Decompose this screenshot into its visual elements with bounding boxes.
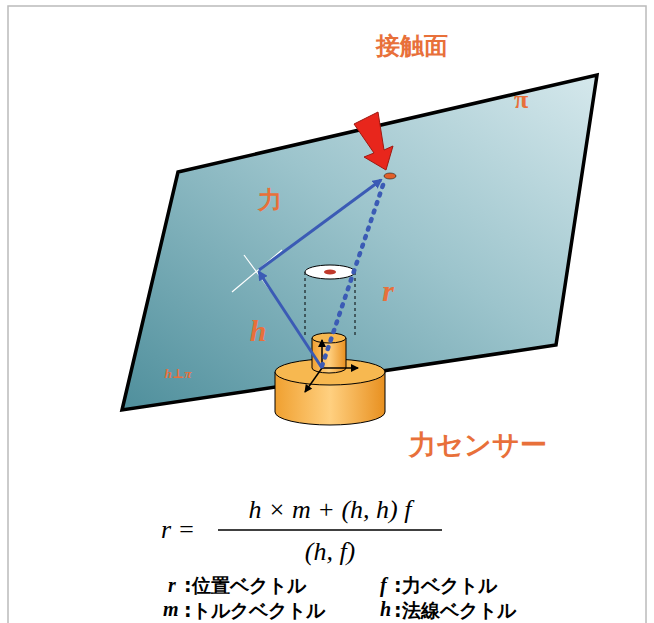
legend-symbol: f bbox=[380, 574, 387, 596]
vector-label: h bbox=[250, 314, 267, 347]
plane-title: 接触面 bbox=[376, 33, 448, 59]
normal-vector bbox=[259, 272, 322, 368]
force-arrow bbox=[354, 112, 393, 170]
frame bbox=[8, 6, 646, 623]
legend-text: :トルクベクトル bbox=[184, 599, 325, 620]
position-vector bbox=[322, 182, 384, 366]
formula-numerator: h × m + (h, h) f bbox=[249, 496, 412, 525]
force-label: 力 bbox=[258, 187, 282, 213]
legend-symbol: h bbox=[380, 598, 391, 620]
legend-symbol: m bbox=[163, 598, 179, 620]
legend-text: :力ベクトル bbox=[394, 575, 497, 596]
sensor-label: 力センサー bbox=[409, 430, 547, 460]
orthogonal-note: h⊥π bbox=[165, 367, 192, 381]
legend-symbol: r bbox=[168, 574, 176, 596]
formula-denominator: (h, f) bbox=[305, 538, 356, 567]
legend-text: :位置ベクトル bbox=[184, 575, 306, 596]
contact-plane bbox=[122, 75, 597, 410]
legend-text: :法線ベクトル bbox=[394, 599, 516, 620]
formula-lhs: r = bbox=[161, 516, 195, 545]
vector-label: r bbox=[382, 274, 394, 307]
plane-symbol: π bbox=[514, 86, 528, 115]
probe-cylinder bbox=[305, 265, 355, 279]
